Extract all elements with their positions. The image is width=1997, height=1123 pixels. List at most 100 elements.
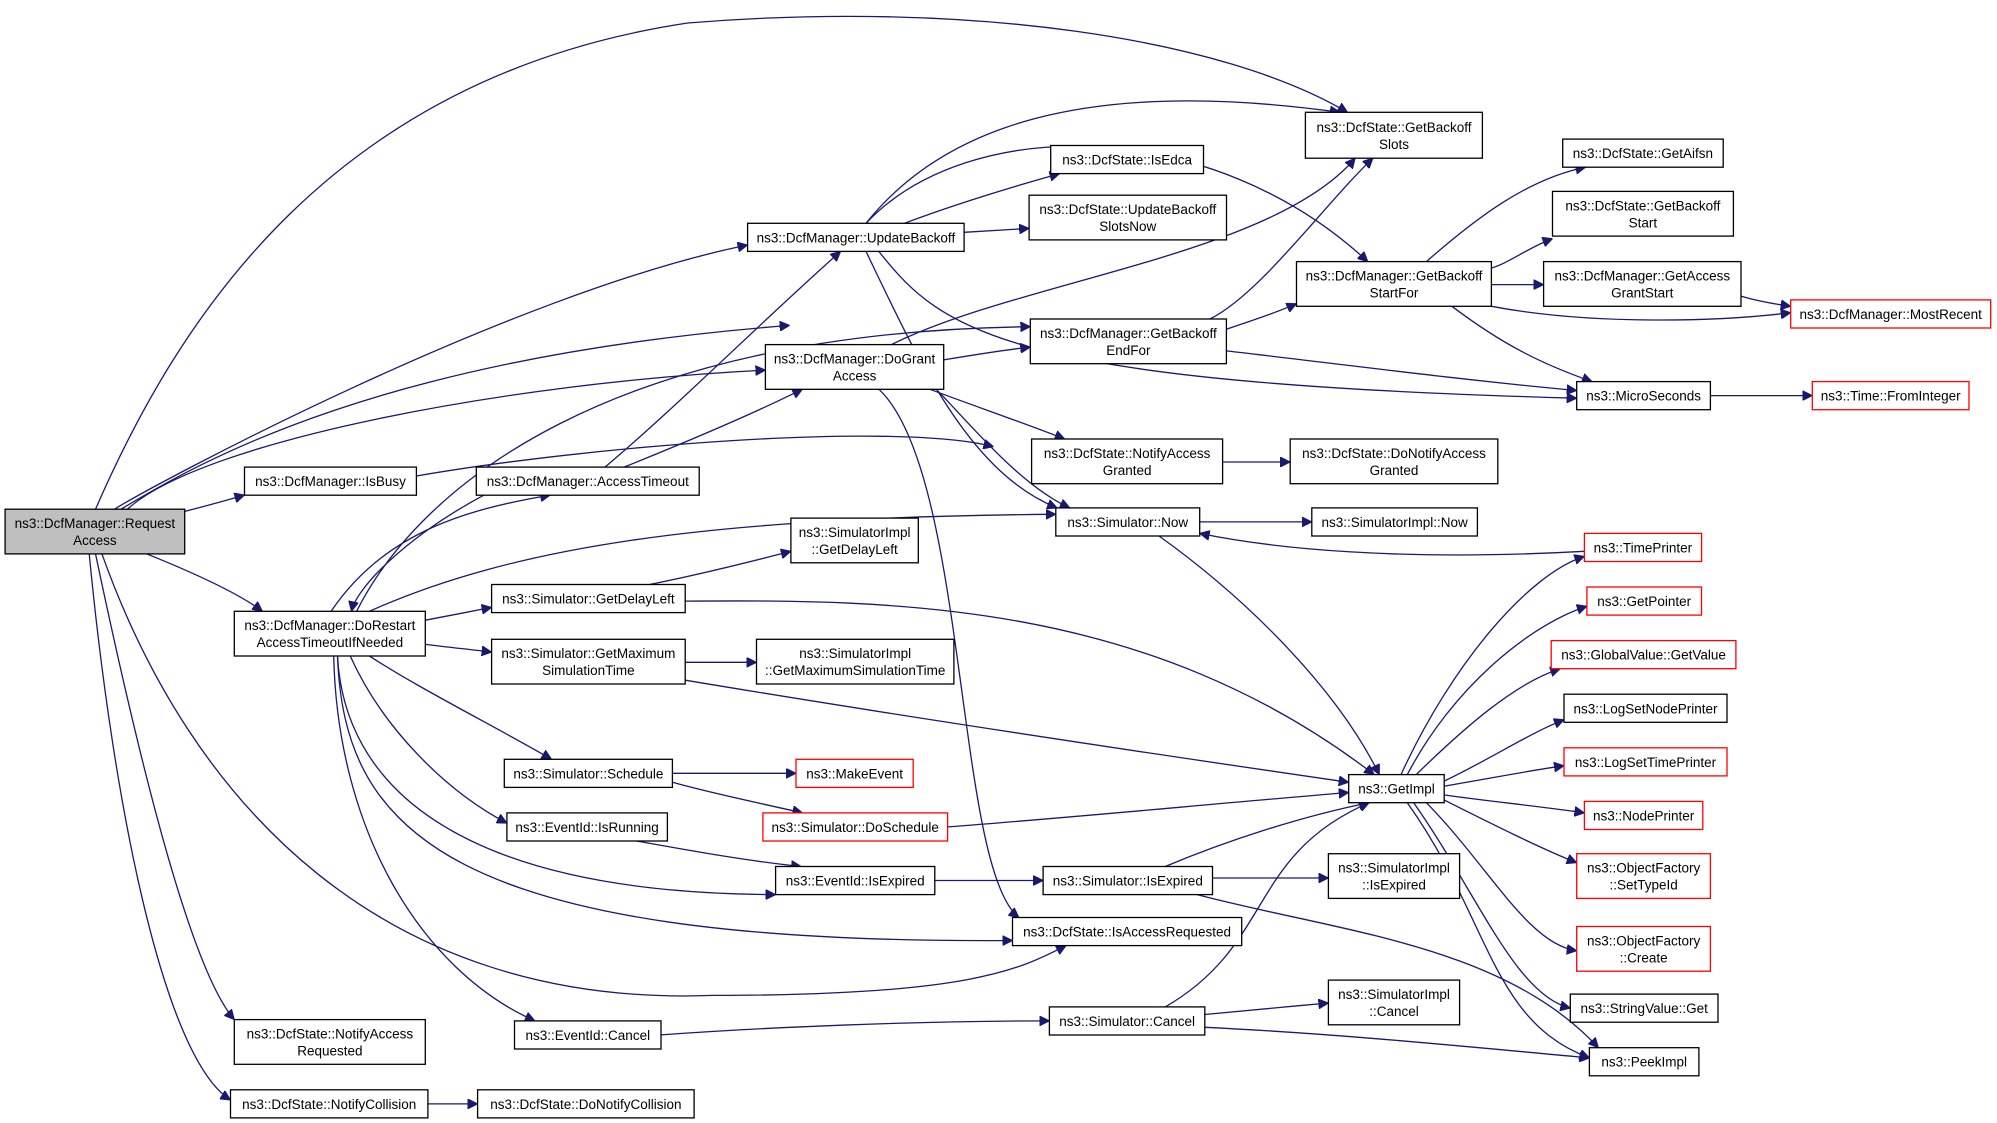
edge-get-backoff-end-for-to-micro-seconds [1226,350,1577,391]
node-get-maximum-sim-time[interactable]: ns3::Simulator::GetMaximumSimulationTime [490,638,686,685]
node-box [1542,260,1742,307]
node-label: ns3::DcfManager::MostRecent [1800,307,1983,322]
node-update-backoff[interactable]: ns3::DcfManager::UpdateBackoff [746,222,965,253]
node-object-factory-create[interactable]: ns3::ObjectFactory::Create [1576,925,1712,972]
edge-do-restart-to-get-maximum-sim-time [425,643,491,652]
node-global-value-get-value[interactable]: ns3::GlobalValue::GetValue [1550,639,1737,670]
node-eventid-cancel[interactable]: ns3::EventId::Cancel [513,1020,662,1050]
edge-request-access-to-do-grant-access [126,370,765,510]
node-simulator-now[interactable]: ns3::Simulator::Now [1055,507,1201,537]
node-do-schedule[interactable]: ns3::Simulator::DoSchedule [762,812,949,842]
node-box [1576,853,1712,900]
node-box [746,222,965,253]
node-make-event[interactable]: ns3::MakeEvent [795,758,914,789]
node-label: ::SetTypeId [1609,878,1677,893]
node-do-restart[interactable]: ns3::DcfManager::DoRestartAccessTimeoutI… [233,610,426,657]
node-label: ns3::SimulatorImpl [799,525,911,540]
node-time-from-integer[interactable]: ns3::Time::FromInteger [1811,380,1970,411]
node-label: AccessTimeoutIfNeeded [257,635,404,650]
node-label: ns3::Simulator::GetMaximum [501,646,675,661]
node-label: ns3::DcfState::NotifyAccess [1044,446,1211,461]
node-box [1583,800,1704,831]
node-simulator-is-expired[interactable]: ns3::Simulator::IsExpired [1042,865,1214,896]
edge-do-grant-access-to-get-backoff-end-for [943,347,1031,361]
node-label: ns3::DcfManager::GetAccess [1555,268,1731,283]
edge-request-access-to-notify-collision [88,553,230,1100]
node-impl-get-delay-left[interactable]: ns3::SimulatorImpl::GetDelayLeft [790,517,919,564]
node-simulator-cancel[interactable]: ns3::Simulator::Cancel [1048,1006,1206,1036]
node-impl-cancel[interactable]: ns3::SimulatorImpl::Cancel [1327,979,1461,1026]
node-node-printer[interactable]: ns3::NodePrinter [1583,800,1704,831]
edge-get-backoff-start-for-to-get-backoff-start [1491,239,1552,269]
node-box [1586,586,1703,616]
node-get-delay-left[interactable]: ns3::Simulator::GetDelayLeft [490,583,686,614]
node-is-access-requested[interactable]: ns3::DcfState::IsAccessRequested [1011,916,1243,947]
edge-simulator-now-to-get-impl [1158,535,1380,775]
node-notify-collision[interactable]: ns3::DcfState::NotifyCollision [229,1089,429,1119]
node-get-impl[interactable]: ns3::GetImpl [1348,773,1445,804]
node-time-printer[interactable]: ns3::TimePrinter [1583,532,1703,563]
edge-get-impl-to-string-value-get [1413,802,1571,1008]
node-eventid-is-expired[interactable]: ns3::EventId::IsExpired [774,865,936,896]
node-eventid-is-running[interactable]: ns3::EventId::IsRunning [506,812,669,842]
node-is-busy[interactable]: ns3::DcfManager::IsBusy [243,466,418,496]
node-box [4,508,186,555]
node-box [1588,1047,1700,1077]
node-box [1576,380,1712,411]
node-box [476,1089,695,1119]
node-box [243,466,418,496]
node-box [755,638,955,685]
node-box [1028,194,1228,241]
node-box [1327,853,1461,900]
node-is-edca[interactable]: ns3::DcfState::IsEdca [1050,144,1205,175]
node-label: ns3::DcfManager::UpdateBackoff [757,230,956,245]
node-box [1327,979,1461,1026]
node-impl-get-max-sim-time[interactable]: ns3::SimulatorImpl::GetMaximumSimulation… [755,638,955,685]
node-label: ns3::GlobalValue::GetValue [1561,648,1726,663]
node-label: ns3::SimulatorImpl [1338,861,1450,876]
node-label: EndFor [1106,343,1151,358]
node-most-recent[interactable]: ns3::DcfManager::MostRecent [1790,299,1992,329]
edge-get-delay-left-to-impl-get-delay-left [649,551,791,586]
node-log-set-node-printer[interactable]: ns3::LogSetNodePrinter [1563,693,1728,723]
node-schedule[interactable]: ns3::Simulator::Schedule [503,758,674,789]
node-label: ns3::DcfState::IsEdca [1062,153,1192,168]
node-label: ns3::GetPointer [1597,594,1691,609]
node-label: SimulationTime [542,663,635,678]
node-get-pointer[interactable]: ns3::GetPointer [1586,586,1703,616]
node-label: Slots [1379,137,1409,152]
edge-request-access-to-get-backoff-slots [94,15,1348,510]
node-peek-impl[interactable]: ns3::PeekImpl [1588,1047,1700,1077]
node-box [1569,993,1719,1023]
node-box [503,758,674,789]
edge-do-grant-access-to-is-access-requested [878,388,1019,917]
node-access-timeout[interactable]: ns3::DcfManager::AccessTimeout [475,466,700,496]
node-impl-now[interactable]: ns3::SimulatorImpl::Now [1311,507,1479,537]
node-impl-is-expired[interactable]: ns3::SimulatorImpl::IsExpired [1327,853,1461,900]
edge-update-backoff-to-update-backoff-slots-now [964,228,1029,232]
edge-access-timeout-to-do-grant-access [623,388,802,468]
node-get-aifsn[interactable]: ns3::DcfState::GetAifsn [1562,138,1724,168]
node-box [1029,318,1228,365]
node-box [1042,865,1214,896]
node-box [1576,925,1712,972]
node-string-value-get[interactable]: ns3::StringValue::Get [1569,993,1719,1023]
node-label: ::GetMaximumSimulationTime [765,663,945,678]
node-log-set-time-printer[interactable]: ns3::LogSetTimePrinter [1563,747,1728,777]
node-do-notify-collision[interactable]: ns3::DcfState::DoNotifyCollision [476,1089,695,1119]
node-label: ns3::Simulator::Schedule [513,766,663,781]
node-micro-seconds[interactable]: ns3::MicroSeconds [1576,380,1712,411]
node-label: Start [1629,215,1658,230]
node-object-factory-set-type-id[interactable]: ns3::ObjectFactory::SetTypeId [1576,853,1712,900]
